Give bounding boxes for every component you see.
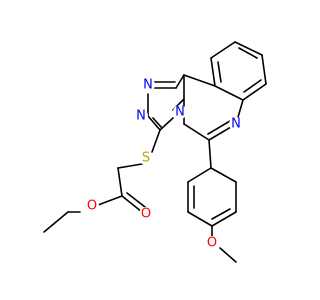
atom-O-methoxy: O — [205, 236, 219, 251]
bond — [243, 79, 262, 93]
bond — [187, 167, 212, 183]
bond — [211, 208, 231, 220]
methoxyphenyl-ring — [187, 139, 237, 263]
bond — [152, 117, 163, 129]
bond — [211, 211, 237, 227]
bond — [183, 74, 216, 87]
bond — [238, 47, 258, 59]
bond — [234, 41, 263, 56]
atom-label-sulfur: S — [142, 151, 150, 166]
atom-N2: N — [134, 109, 148, 124]
atom-N6: N — [229, 117, 243, 132]
atom-label-nitrogen: N — [136, 109, 146, 124]
atom-N1: N — [141, 78, 155, 93]
bond — [159, 117, 174, 131]
atom-O-ester: O — [85, 199, 99, 214]
bond — [43, 211, 69, 233]
atom-label-oxygen: O — [207, 236, 217, 251]
bond — [151, 129, 161, 153]
atom-label-nitrogen: N — [231, 117, 241, 132]
atom-S: S — [139, 151, 153, 166]
structure-diagram: N N N N S O O O — [43, 41, 267, 263]
bond — [97, 195, 123, 206]
bond — [183, 123, 210, 141]
atom-label-nitrogen: N — [143, 78, 153, 93]
benzo-ring — [210, 41, 267, 101]
bond — [208, 139, 212, 169]
bond — [117, 167, 123, 197]
atom-label-oxygen: O — [87, 199, 97, 214]
bond — [121, 195, 143, 213]
bond — [126, 192, 146, 208]
bond — [219, 247, 237, 263]
molecule-canvas: N N N N S O O O — [43, 41, 267, 263]
atom-label-oxygen: O — [141, 207, 151, 222]
bond — [261, 54, 267, 85]
bond — [117, 163, 143, 169]
bond — [210, 41, 236, 59]
thioester-chain — [43, 129, 161, 233]
bond — [175, 74, 185, 89]
atom-N4: N — [173, 105, 187, 120]
bond — [210, 57, 216, 87]
atom-label-nitrogen: N — [175, 105, 185, 120]
bond — [214, 85, 244, 101]
bond — [210, 167, 237, 183]
atom-labels: N N N N S O O O — [85, 78, 243, 251]
bond — [187, 211, 213, 227]
atom-O-carbonyl: O — [139, 207, 153, 222]
bond — [242, 83, 267, 101]
bond — [217, 61, 222, 83]
bond — [207, 120, 231, 135]
bond — [147, 115, 161, 131]
